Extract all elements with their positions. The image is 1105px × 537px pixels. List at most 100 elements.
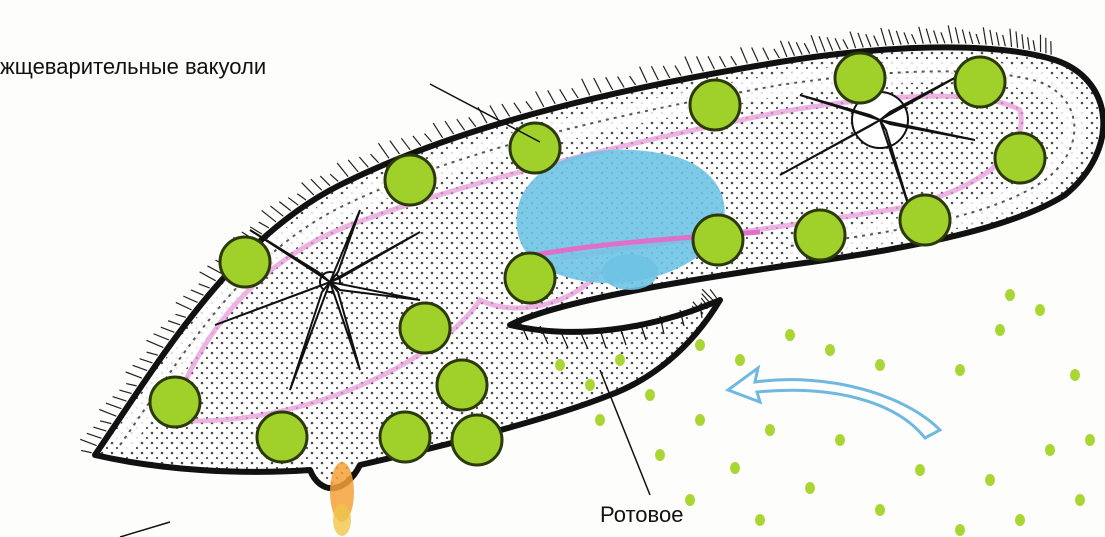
cilium (983, 27, 986, 44)
cilium (1016, 31, 1018, 47)
cilium (297, 194, 306, 200)
cilium (302, 183, 314, 195)
food-particle (1085, 434, 1095, 446)
cilium (731, 56, 737, 65)
cilium (168, 321, 180, 325)
cilium (976, 34, 979, 44)
cilium (445, 121, 454, 134)
cilium (827, 37, 833, 50)
cilium (752, 47, 758, 61)
food-particle (1045, 444, 1055, 456)
cilium (199, 284, 210, 288)
cilium (81, 450, 92, 452)
cilium (113, 397, 127, 401)
cilium (663, 66, 669, 78)
cilium (996, 32, 999, 45)
cilium (320, 176, 330, 186)
food-particle (585, 379, 595, 391)
cilium (763, 48, 769, 60)
cilium (126, 384, 137, 386)
cilium (1028, 37, 1030, 50)
cilium (796, 42, 802, 54)
food-particle (915, 464, 925, 476)
digestive-vacuole (835, 53, 885, 103)
cilium (119, 390, 131, 393)
food-particle (1015, 514, 1025, 526)
cilium (330, 174, 338, 181)
cilium (919, 27, 923, 44)
cilium (279, 202, 290, 211)
food-particle (785, 329, 795, 341)
leader-line-bottom (120, 522, 170, 537)
cilium (582, 79, 590, 96)
cilium (99, 409, 116, 416)
cilium (962, 30, 966, 44)
digestive-vacuole (257, 412, 307, 462)
cilium (708, 56, 714, 69)
label-mouth-opening: Ротовое (600, 502, 683, 528)
cilium (685, 57, 692, 74)
cilium (618, 77, 624, 88)
food-particle (730, 462, 740, 474)
food-particle (555, 359, 565, 371)
cilium (262, 210, 276, 222)
food-particle (615, 354, 625, 366)
food-particle (805, 482, 815, 494)
digestive-vacuole (505, 253, 555, 303)
food-particle (955, 364, 965, 376)
cilium (697, 56, 704, 71)
food-particle (875, 359, 885, 371)
cilium (572, 88, 578, 98)
cilium (146, 340, 163, 347)
cilium (80, 439, 96, 445)
cilium (371, 154, 379, 163)
cilium (200, 272, 216, 281)
cilium (774, 49, 780, 58)
cilium (191, 290, 204, 295)
cilium (548, 90, 556, 104)
cilium (941, 32, 945, 43)
cilium (311, 179, 322, 190)
digestive-vacuole (900, 195, 950, 245)
food-particle (695, 414, 705, 426)
cilium (126, 372, 142, 378)
cilium (819, 36, 825, 51)
cilium (1010, 29, 1012, 47)
cilium (843, 39, 848, 49)
cilium (811, 35, 817, 52)
cilium (835, 38, 840, 49)
cilium (719, 56, 725, 67)
cilium (401, 138, 410, 150)
cilium (651, 66, 658, 80)
cilium (955, 27, 959, 43)
food-particle (685, 494, 695, 506)
cilium (348, 160, 358, 172)
cilium (850, 32, 856, 49)
food-particle (735, 354, 745, 366)
food-particle (825, 344, 835, 356)
cilium (896, 31, 901, 45)
cilium (948, 25, 952, 43)
cilium (874, 35, 879, 46)
cilium (469, 117, 476, 126)
digestive-vacuole (995, 133, 1045, 183)
cilium (926, 29, 930, 44)
cilium (183, 296, 197, 302)
label-digestive-vacuoles: жщеварительные вакуоли (0, 54, 266, 80)
cilium (337, 163, 348, 177)
cilium (866, 34, 871, 47)
food-particle (655, 449, 665, 461)
cilium (378, 143, 389, 158)
cilium (359, 157, 368, 167)
cilium (804, 43, 809, 53)
food-particle (1035, 304, 1045, 316)
digestive-vacuole (400, 303, 450, 353)
cilium (1022, 34, 1024, 48)
food-particle (1075, 494, 1085, 506)
cilium (425, 134, 432, 142)
cilium (457, 119, 465, 130)
cilium (889, 29, 894, 45)
digestive-vacuole (955, 57, 1005, 107)
food-particle (765, 424, 775, 436)
cilium (904, 32, 909, 44)
